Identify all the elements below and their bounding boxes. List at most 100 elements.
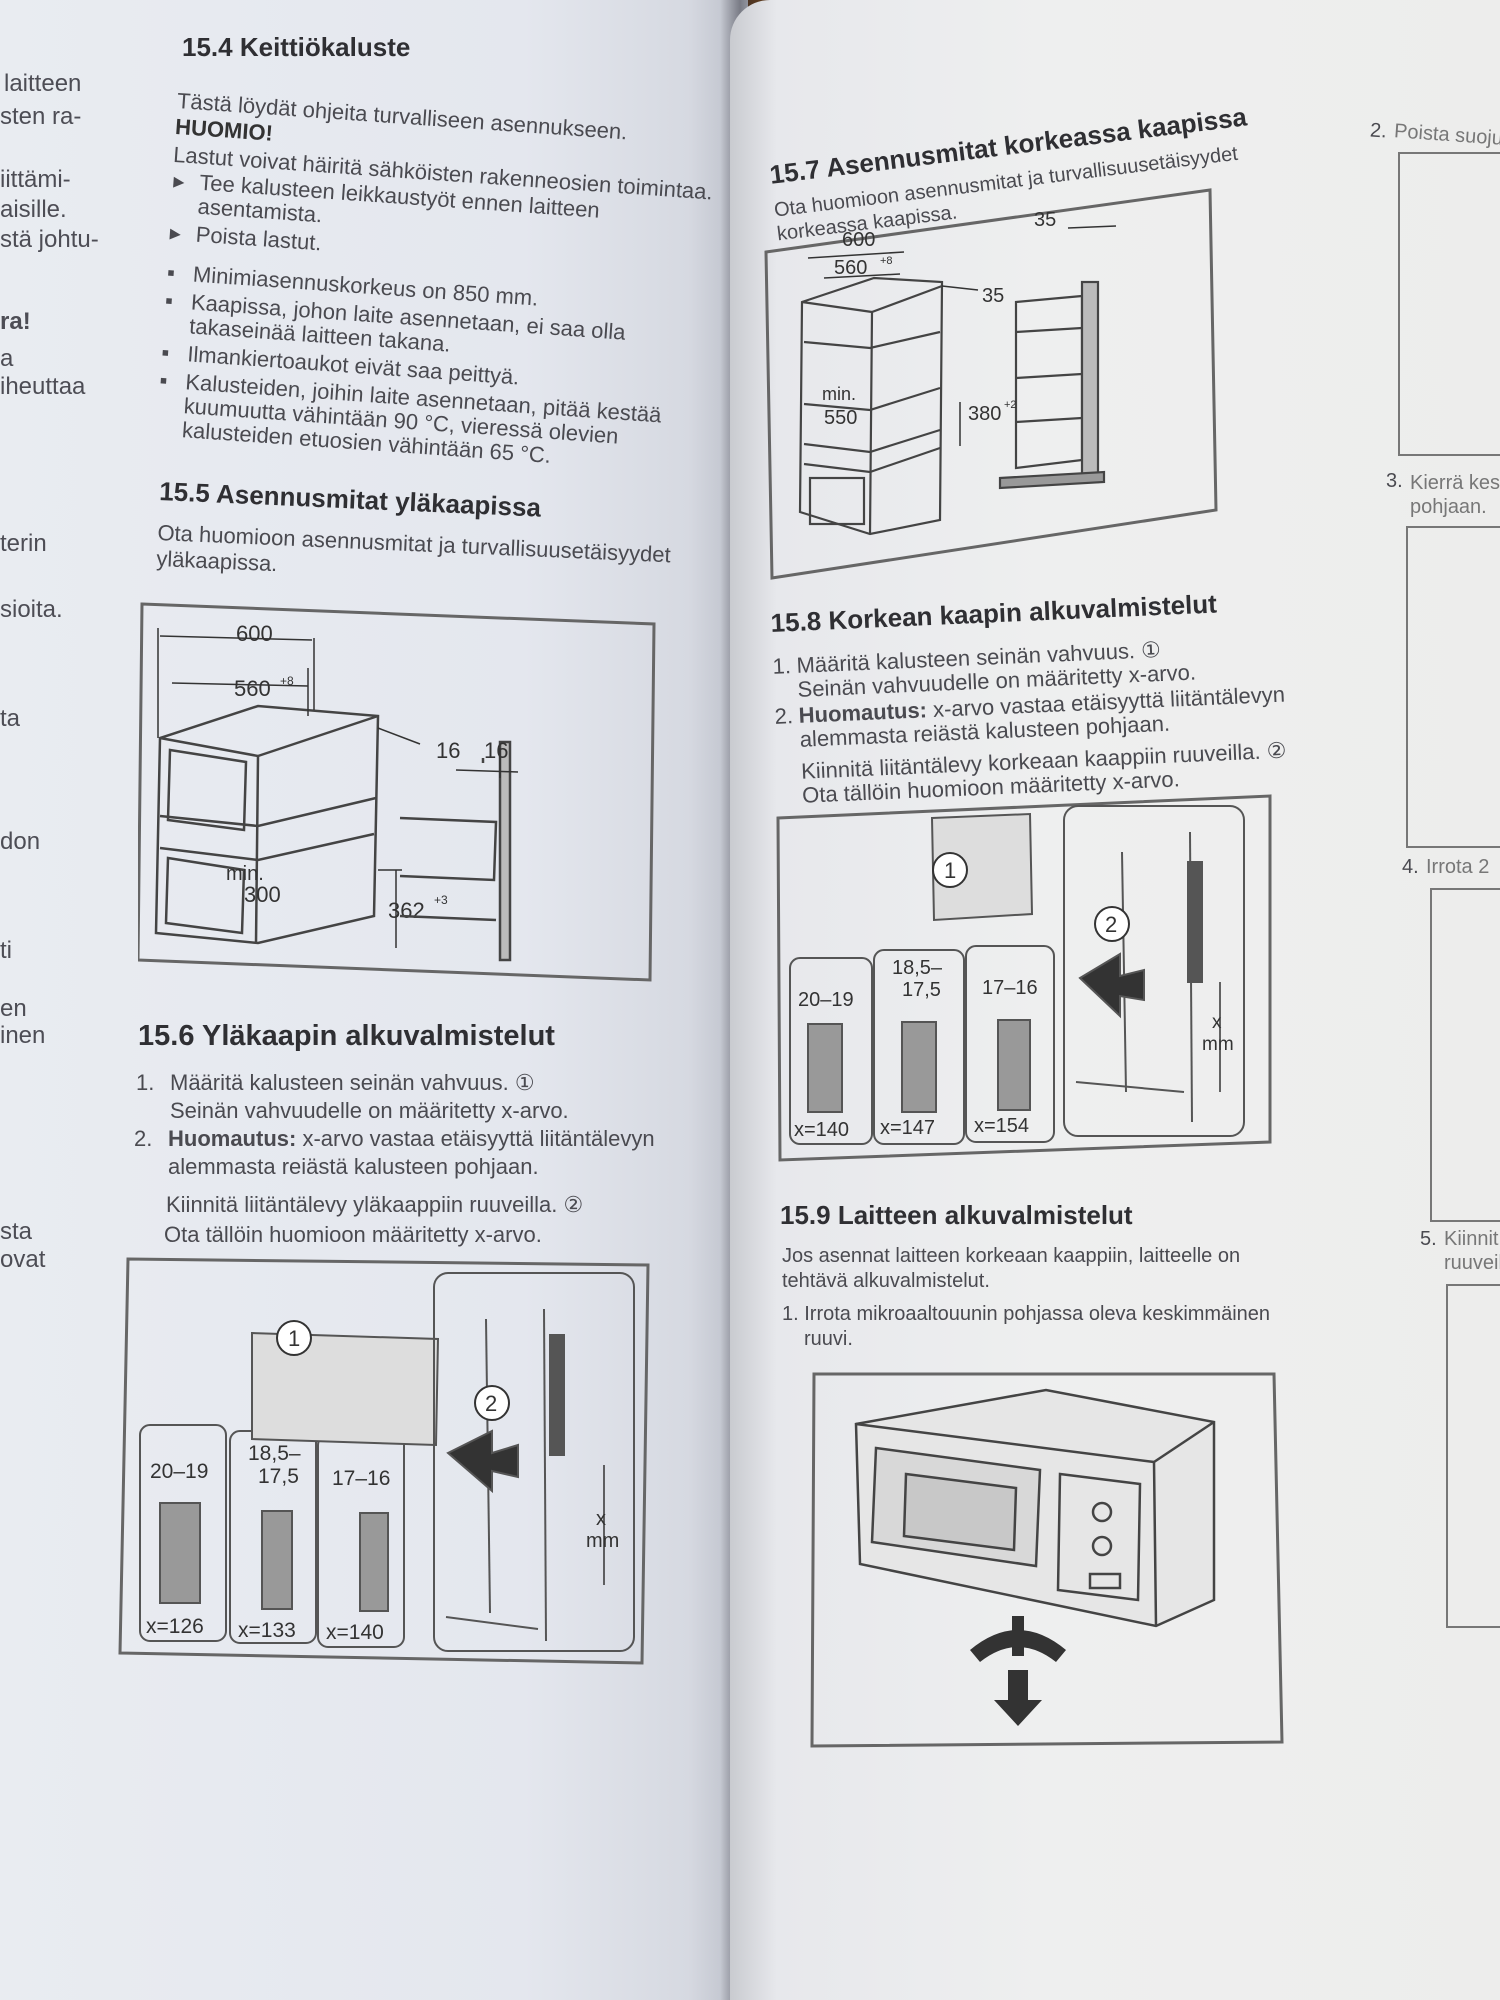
dim-16: 16 bbox=[436, 738, 460, 763]
dim-380: 380 bbox=[968, 403, 1001, 425]
next-step-number: 4. bbox=[1402, 856, 1419, 878]
margin-text: terin bbox=[0, 530, 47, 557]
margin-text: ra! bbox=[0, 308, 31, 335]
dim-362-tolerance: +3 bbox=[434, 893, 448, 907]
section-text: Jos asennat laitteen korkeaan kaappiin, … bbox=[782, 1245, 1241, 1267]
step-number: 2. bbox=[774, 703, 794, 729]
step-text: Kiinnitä liitäntälevy yläkaappiin ruuvei… bbox=[166, 1192, 584, 1217]
note-text: x-arvo vastaa etäisyyttä liitäntälevyn bbox=[296, 1126, 655, 1151]
next-step-text: Kierrä kes bbox=[1410, 472, 1500, 494]
x-value-2: x=147 bbox=[880, 1117, 935, 1139]
next-figure-frame bbox=[1398, 152, 1500, 456]
left-page: laitteen sten ra- iittämi- aisille. stä … bbox=[0, 0, 748, 2000]
notice-label: HUOMIO! bbox=[174, 113, 274, 146]
margin-text: inen bbox=[0, 1022, 46, 1049]
next-step-text: Irrota 2 bbox=[1426, 856, 1490, 878]
margin-text: ovat bbox=[0, 1246, 46, 1273]
margin-text: aisille. bbox=[0, 196, 67, 223]
right-page: 15.7 Asennusmitat korkeassa kaapissa Ota… bbox=[730, 0, 1500, 2000]
margin-text: iheuttaa bbox=[0, 373, 86, 400]
mm-label: mm bbox=[1202, 1034, 1234, 1055]
thickness-2a: 18,5– bbox=[248, 1442, 301, 1465]
dim-min-label: min. bbox=[226, 863, 264, 885]
dim-560: 560 bbox=[834, 257, 867, 279]
x-value-1: x=140 bbox=[794, 1119, 849, 1141]
margin-text: ti bbox=[0, 937, 12, 964]
dim-min-label: min. bbox=[822, 384, 856, 404]
thickness-2b: 17,5 bbox=[258, 1465, 299, 1488]
margin-text: don bbox=[0, 828, 41, 855]
microwave-screw-figure bbox=[810, 1372, 1284, 1748]
section-text: yläkaapissa. bbox=[155, 545, 278, 577]
section-title-15-8: 15.8 Korkean kaapin alkuvalmistelut bbox=[770, 588, 1218, 638]
margin-text: laitteen bbox=[4, 70, 82, 97]
section-title-15-4: 15.4 Keittiökaluste bbox=[182, 32, 411, 62]
margin-text: sta bbox=[0, 1218, 33, 1245]
step-text: Määritä kalusteen seinän vahvuus. ① bbox=[170, 1070, 535, 1095]
dim-380-tolerance: +2 bbox=[1004, 399, 1017, 411]
x-value-2: x=133 bbox=[238, 1619, 296, 1642]
dim-560-tolerance: +8 bbox=[880, 255, 893, 267]
thickness-2a: 18,5– bbox=[892, 957, 943, 979]
next-step-text: ruuveil bbox=[1444, 1252, 1500, 1274]
dim-35: 35 bbox=[982, 285, 1004, 307]
callout-2: 2 bbox=[1105, 912, 1117, 937]
dim-600: 600 bbox=[842, 229, 875, 251]
step-text: 1. Irrota mikroaaltouunin pohjassa oleva… bbox=[782, 1303, 1271, 1325]
dim-560: 560 bbox=[234, 676, 271, 701]
step-number: 2. bbox=[134, 1126, 153, 1151]
step-text: alemmasta reiästä kalusteen pohjaan. bbox=[168, 1154, 539, 1179]
margin-text: stä johtu- bbox=[0, 226, 99, 253]
step-text: Ota tällöin huomioon määritetty x-arvo. bbox=[164, 1222, 542, 1247]
step-number: 1. bbox=[772, 653, 792, 679]
x-value-3: x=140 bbox=[326, 1621, 384, 1644]
next-step-text: Poista suoju bbox=[1393, 120, 1500, 150]
section-title-15-6: 15.6 Yläkaapin alkuvalmistelut bbox=[138, 1020, 555, 1052]
tall-cabinet-dimension-figure: 600 560 +8 35 min. 550 380 +2 35 bbox=[764, 188, 1218, 580]
tall-cabinet-mounting-figure: 1 2 20–19 18,5– 17,5 17–16 x=140 x=147 x… bbox=[776, 794, 1272, 1162]
margin-text: iittämi- bbox=[0, 166, 71, 193]
next-figure-frame bbox=[1430, 888, 1500, 1222]
x-value-3: x=154 bbox=[974, 1115, 1029, 1137]
margin-text: a bbox=[0, 345, 14, 372]
thickness-3: 17–16 bbox=[332, 1467, 390, 1490]
section-text: tehtävä alkuvalmistelut. bbox=[782, 1270, 990, 1292]
thickness-1: 20–19 bbox=[798, 989, 854, 1011]
margin-text: sioita. bbox=[0, 596, 63, 623]
section-title-15-9: 15.9 Laitteen alkuvalmistelut bbox=[780, 1200, 1133, 1230]
margin-text: sten ra- bbox=[0, 103, 82, 130]
margin-text: en bbox=[0, 995, 27, 1022]
upper-cabinet-mounting-figure: 1 2 20–19 18,5– 17,5 17–16 x=126 x=133 x… bbox=[118, 1257, 650, 1665]
next-step-text: Kiinnit bbox=[1444, 1228, 1499, 1250]
next-step-text: pohjaan. bbox=[1410, 496, 1487, 518]
next-figure-frame bbox=[1446, 1284, 1500, 1628]
step-number: 1. bbox=[136, 1070, 155, 1095]
step-text: Huomautus: x-arvo vastaa etäisyyttä liit… bbox=[168, 1126, 655, 1152]
x-label: x bbox=[596, 1508, 606, 1530]
mm-label: mm bbox=[586, 1530, 619, 1552]
dim-560-tolerance: +8 bbox=[280, 674, 294, 688]
step-text: ruuvi. bbox=[804, 1328, 853, 1350]
section-title-15-5: 15.5 Asennusmitat yläkaapissa bbox=[158, 476, 542, 523]
dim-16-side: 16 bbox=[484, 738, 508, 763]
callout-1: 1 bbox=[944, 858, 956, 883]
thickness-3: 17–16 bbox=[982, 977, 1038, 999]
note-label: Huomautus: bbox=[168, 1126, 297, 1151]
step-text: Seinän vahvuudelle on määritetty x-arvo. bbox=[170, 1098, 569, 1123]
dim-min-300: 300 bbox=[244, 882, 281, 907]
x-value-1: x=126 bbox=[146, 1615, 204, 1638]
next-step-number: 3. bbox=[1386, 470, 1403, 492]
thickness-2b: 17,5 bbox=[902, 979, 941, 1001]
dim-600: 600 bbox=[236, 621, 273, 646]
dim-35-side: 35 bbox=[1034, 209, 1056, 231]
callout-1: 1 bbox=[288, 1326, 300, 1351]
upper-cabinet-dimension-figure: 600 560 +8 16 min. 300 362 +3 16 bbox=[138, 602, 656, 982]
next-figure-frame bbox=[1406, 526, 1500, 848]
next-step-number: 2. bbox=[1369, 119, 1388, 143]
thickness-1: 20–19 bbox=[150, 1460, 208, 1483]
dim-362: 362 bbox=[388, 898, 425, 923]
callout-2: 2 bbox=[485, 1391, 497, 1416]
next-step-number: 5. bbox=[1420, 1228, 1437, 1250]
dim-min-550: 550 bbox=[824, 407, 857, 429]
x-label: x bbox=[1212, 1012, 1222, 1033]
